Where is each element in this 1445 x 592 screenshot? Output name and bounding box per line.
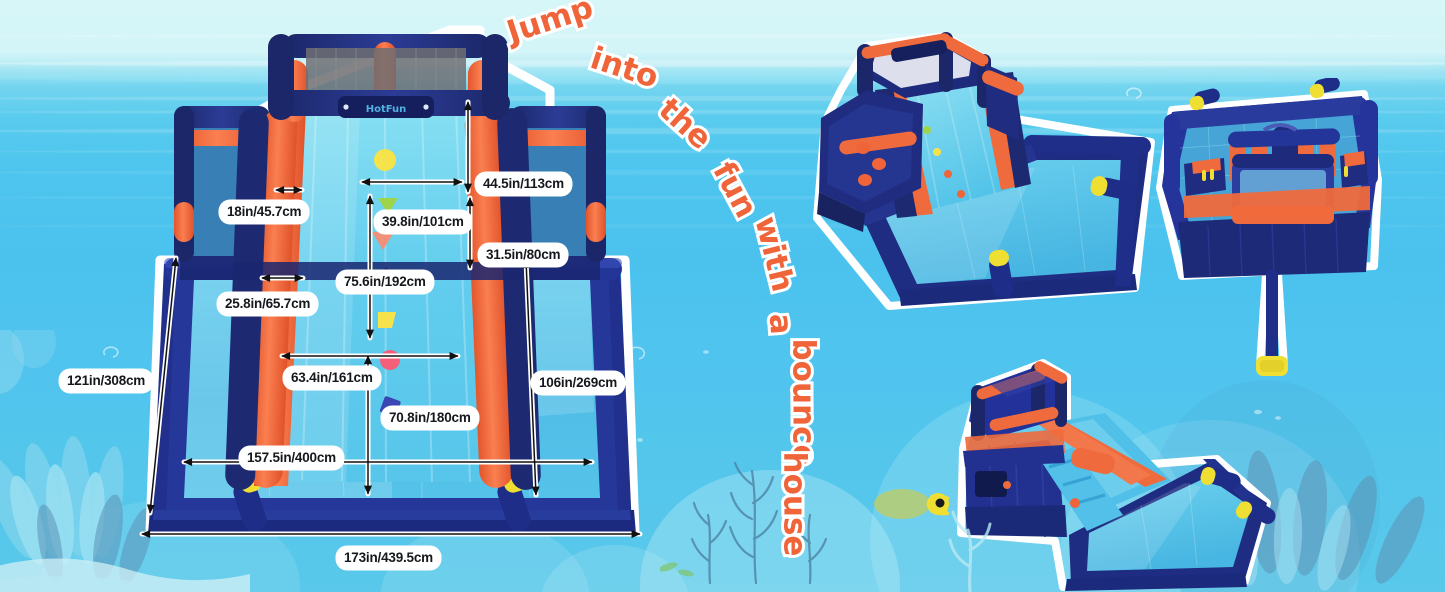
product-side-view: [957, 359, 1276, 591]
brand-badge: HotFun: [338, 96, 434, 118]
water-jet: [989, 249, 1014, 298]
arrow-106in: [522, 259, 540, 496]
water-jet: [1189, 88, 1220, 111]
water-band: [0, 96, 1445, 101]
water-band: [0, 224, 1445, 228]
water-jet: [1256, 356, 1288, 376]
climb-holds: [856, 142, 886, 186]
water-band: [0, 128, 1445, 134]
water-band: [0, 110, 1445, 114]
dim-label-pool-side-inner: 25.8in/65.7cm: [219, 294, 317, 314]
product-top-view: [1156, 78, 1382, 376]
coral-fan-left: [0, 330, 250, 592]
plant-decor: [948, 510, 992, 592]
svg-text:HotFun: HotFun: [366, 104, 407, 115]
dim-label-pool-depth-left: 121in/308cm: [61, 371, 152, 391]
dim-label-pool-outer-width: 157.5in/400cm: [241, 448, 342, 468]
water-jet: [1235, 497, 1276, 525]
dim-label-overall-width: 173in/439.5cm: [338, 548, 439, 568]
brand-badge: [891, 40, 947, 62]
seaweed-sprigs: [660, 461, 828, 585]
water-band: [0, 60, 1445, 67]
dim-label-slide-platform-width: 18in/45.7cm: [221, 202, 308, 222]
dim-label-pool-depth-right: 106in/269cm: [533, 373, 624, 393]
dim-label-slide-length: 75.6in/192cm: [338, 272, 432, 292]
water-band: [0, 170, 1445, 175]
water-jet: [1200, 467, 1241, 490]
dim-label-tower-lower-height: 31.5in/80cm: [480, 245, 567, 265]
dim-label-slide-lane-width: 39.8in/101cm: [376, 212, 470, 232]
product-angled-view: [813, 32, 1155, 310]
arrow-121in: [146, 257, 180, 514]
fish-decor: [874, 489, 950, 519]
water-band: [0, 196, 1445, 199]
dim-label-pool-inner-width: 63.4in/161cm: [285, 368, 379, 388]
water-band: [0, 150, 1445, 153]
dim-label-pool-inner-depth: 70.8in/180cm: [383, 408, 477, 428]
dim-label-tower-upper-height: 44.5in/113cm: [477, 174, 570, 194]
water-jet: [1309, 78, 1340, 99]
water-jet: [1090, 176, 1137, 201]
water-band: [0, 34, 1445, 38]
